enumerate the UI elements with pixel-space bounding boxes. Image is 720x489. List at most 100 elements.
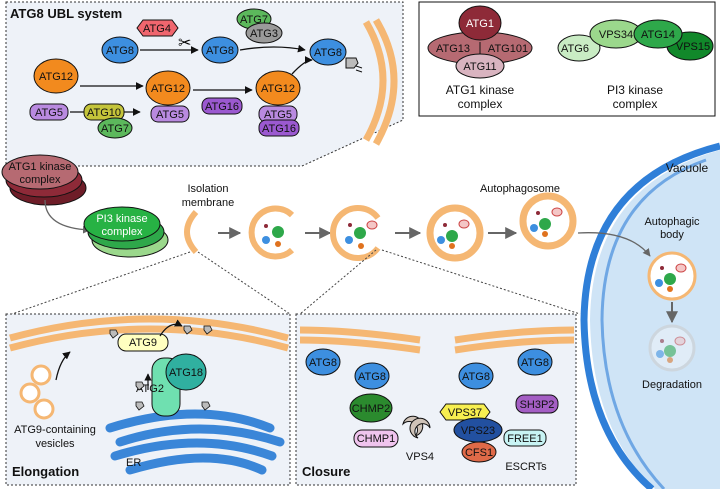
svg-text:CFS1: CFS1 (465, 447, 493, 459)
ubl-atg12-2: ATG12 (145, 70, 191, 106)
closure-atg8-2: ATG8 (354, 362, 390, 390)
ubl-atg7-bottom: ATG7 (97, 117, 133, 139)
atg8-ubl-panel: ATG8 UBL system ATG8 ATG4 ✂ ATG8 ATG7 AT… (5, 1, 404, 167)
svg-text:ATG5: ATG5 (264, 109, 292, 121)
ubl-atg4: ATG4 (136, 19, 179, 37)
ubl-membrane (362, 20, 387, 142)
svg-text:ATG8: ATG8 (462, 371, 490, 383)
chmp1-protein: CHMP1 (353, 429, 399, 448)
svg-text:ATG10: ATG10 (87, 107, 121, 119)
svg-text:ATG18: ATG18 (169, 367, 203, 379)
ubl-atg8-2: ATG8 (201, 36, 239, 64)
vps4-protein: VPS4 (402, 415, 434, 463)
svg-text:complex: complex (102, 226, 143, 238)
svg-text:ATG12: ATG12 (39, 71, 73, 83)
phagophore-closing (330, 205, 381, 261)
autophagic-body (647, 251, 697, 301)
isolation-membrane-label: Isolation (188, 183, 229, 195)
svg-text:ATG1 kinase: ATG1 kinase (9, 161, 72, 173)
svg-text:ATG12: ATG12 (261, 83, 295, 95)
atg1-kinase-complex: ATG1 ATG13 ATG101 ATG11 ATG1 kinase comp… (427, 5, 533, 111)
pi3-complex-stack: PI3 kinase complex (83, 206, 169, 258)
svg-text:ATG14: ATG14 (641, 29, 675, 41)
vacuole-label: Vacuole (666, 161, 709, 175)
ubl-atg5-3: ATG5 (258, 105, 298, 123)
ubl-atg16-1: ATG16 (201, 97, 243, 115)
svg-text:VPS4: VPS4 (406, 451, 434, 463)
svg-text:ATG8: ATG8 (106, 45, 134, 57)
svg-text:ATG5: ATG5 (156, 109, 184, 121)
svg-text:VPS15: VPS15 (676, 41, 710, 53)
svg-text:ATG5: ATG5 (35, 107, 63, 119)
svg-text:ATG4: ATG4 (143, 23, 171, 35)
ubl-atg12-1: ATG12 (33, 58, 79, 94)
atg18-protein: ATG18 (165, 353, 207, 391)
closure-title: Closure (302, 464, 350, 479)
complex-legend: ATG1 ATG13 ATG101 ATG11 ATG1 kinase comp… (418, 1, 716, 117)
svg-text:complex: complex (20, 174, 61, 186)
autophagosome-label: Autophagosome (480, 183, 560, 195)
er-membrane (105, 409, 285, 475)
svg-text:ATG8: ATG8 (358, 371, 386, 383)
closure-atg8-1: ATG8 (305, 348, 341, 376)
degrading-body (648, 324, 696, 372)
svg-text:VPS23: VPS23 (461, 425, 495, 437)
pe-anchor-icon (345, 57, 359, 69)
svg-text:ATG16: ATG16 (262, 123, 296, 135)
svg-text:SH3P2: SH3P2 (520, 399, 555, 411)
closure-atg8-4: ATG8 (517, 348, 553, 376)
autophagic-body-label: Autophagic (644, 216, 700, 228)
autophagosome-1 (426, 204, 484, 262)
svg-text:CHMP1: CHMP1 (357, 433, 396, 445)
cfs1-protein: CFS1 (461, 441, 497, 463)
svg-text:ATG1 kinase: ATG1 kinase (446, 83, 515, 97)
svg-text:vesicles: vesicles (35, 438, 75, 450)
svg-text:PI3 kinase: PI3 kinase (96, 213, 147, 225)
ubl-atg5-2: ATG5 (150, 105, 190, 123)
svg-text:ATG9: ATG9 (129, 337, 157, 349)
scissors-icon: ✂ (178, 35, 191, 52)
degradation-label: Degradation (642, 379, 702, 391)
autophagosome-2 (519, 192, 577, 250)
vps37-protein: VPS37 (439, 403, 491, 421)
svg-text:ATG6: ATG6 (561, 43, 589, 55)
ubl-atg5-1: ATG5 (29, 103, 69, 121)
ubl-panel-title: ATG8 UBL system (10, 6, 122, 21)
ubl-atg3: ATG3 (245, 22, 283, 44)
svg-text:ATG8: ATG8 (309, 357, 337, 369)
atg1-complex-stack: ATG1 kinase complex (1, 154, 87, 206)
atg9-vesicles (19, 364, 55, 420)
atg9-protein: ATG9 (117, 333, 169, 352)
svg-text:ATG13: ATG13 (436, 43, 470, 55)
svg-text:ATG7: ATG7 (101, 123, 129, 135)
ubl-atg8-1: ATG8 (101, 36, 139, 64)
elongation-panel: ER ATG9-containing vesicles ATG9 ATG2 AT… (5, 313, 291, 486)
svg-text:PI3 kinase: PI3 kinase (607, 83, 663, 97)
chmp2-protein: CHMP2 (349, 393, 393, 423)
svg-text:complex: complex (458, 97, 503, 111)
er-label: ER (126, 457, 141, 469)
svg-text:VPS34: VPS34 (599, 29, 633, 41)
free1-protein: FREE1 (503, 429, 547, 447)
ubl-atg16-2: ATG16 (258, 119, 300, 137)
elongation-title: Elongation (12, 464, 79, 479)
svg-text:membrane: membrane (182, 197, 235, 209)
sh3p2-protein: SH3P2 (515, 394, 559, 414)
pi3-kinase-complex: ATG6 VPS34 ATG14 VPS15 PI3 kinase comple… (557, 19, 714, 111)
svg-text:ATG8: ATG8 (206, 45, 234, 57)
vacuole: Vacuole Autophagic body Degradation (580, 142, 720, 489)
closure-panel: ATG8 ATG8 ATG8 ATG8 CHMP2 CHMP1 VPS4 (295, 313, 577, 486)
vps23-protein: VPS23 (453, 417, 503, 443)
ubl-atg8-3: ATG8 (309, 38, 347, 66)
svg-text:ATG11: ATG11 (463, 61, 496, 73)
closure-atg8-3: ATG8 (458, 362, 494, 390)
ubl-atg12-3: ATG12 (255, 70, 301, 106)
svg-text:ATG101: ATG101 (488, 43, 528, 55)
svg-text:ATG1: ATG1 (466, 18, 494, 30)
svg-text:VPS37: VPS37 (448, 407, 482, 419)
ubl-atg10: ATG10 (83, 103, 125, 121)
svg-text:FREE1: FREE1 (507, 433, 542, 445)
svg-text:ATG12: ATG12 (151, 83, 185, 95)
svg-text:complex: complex (613, 97, 658, 111)
